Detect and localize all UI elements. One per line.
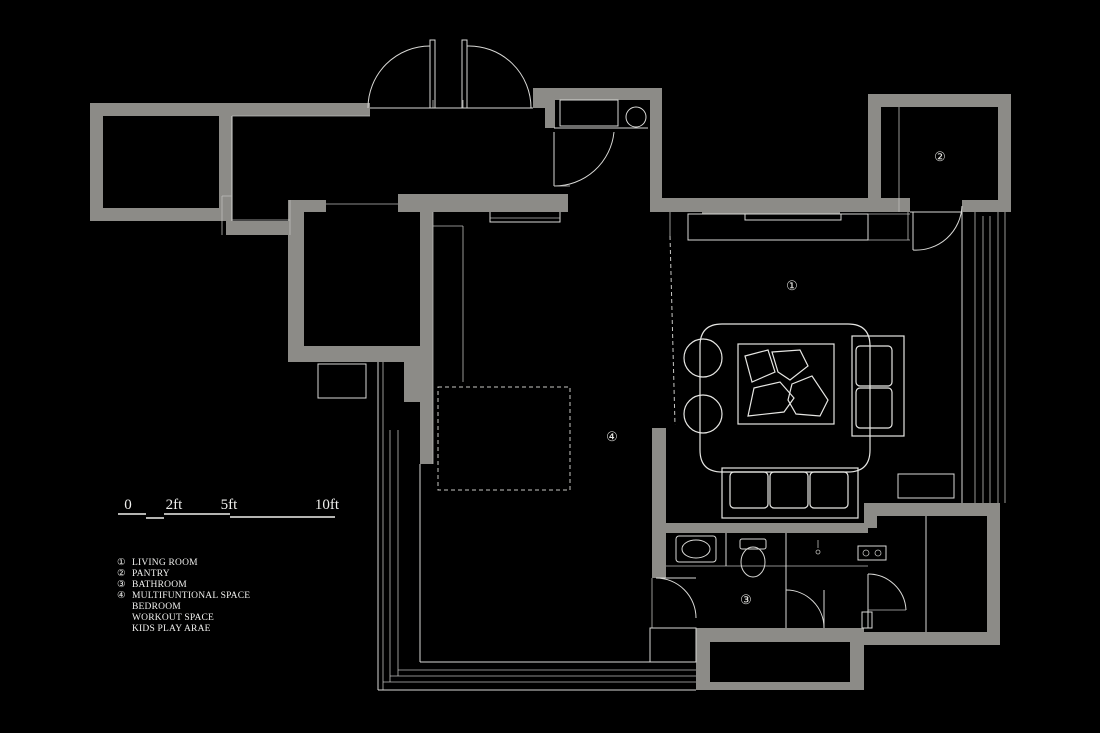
wall-corridor-top <box>232 103 370 116</box>
wall-room-left-top <box>304 200 326 212</box>
wall-storage-top-left <box>90 103 232 221</box>
wall-pantry-right <box>962 200 1011 212</box>
linework <box>221 39 1006 691</box>
sofa-bottom <box>721 467 859 519</box>
legend-subitem-bedroom: BEDROOM <box>132 602 181 612</box>
wall-corridor-stub <box>226 221 290 235</box>
legend-subitem-workout: WORKOUT SPACE <box>132 613 215 623</box>
room-numbers: ① ② ③ ④ <box>606 150 946 608</box>
room-number-living: ① <box>786 279 798 294</box>
wall-entry <box>533 88 662 128</box>
sofa-right <box>851 335 905 437</box>
wall-right-block <box>864 503 1000 645</box>
stool-bottom <box>683 394 723 434</box>
scale-label-5ft: 5ft <box>221 497 238 513</box>
scale-label-10ft: 10ft <box>315 497 340 513</box>
wall-divider <box>652 428 666 523</box>
wall-entry-right <box>650 88 662 206</box>
coffee-table-rug <box>737 343 835 425</box>
wall-partition-vertical <box>420 194 433 464</box>
stool-top <box>683 338 723 378</box>
coffee-table-1 <box>744 349 776 383</box>
scale-label-0: 0 <box>124 497 132 513</box>
room-number-bathroom: ③ <box>740 593 752 608</box>
wall-room-left <box>288 200 420 362</box>
wall-bathroom-tub <box>696 628 864 690</box>
wall-window-sill <box>702 198 840 214</box>
sofa-set <box>683 323 905 519</box>
rug-outline <box>699 323 871 473</box>
scale-bar: 0 2ft 5ft 10ft <box>118 497 340 519</box>
scale-label-2ft: 2ft <box>166 497 183 513</box>
walls <box>90 88 1011 690</box>
room-number-pantry: ② <box>934 150 946 165</box>
wall-pantry <box>868 94 1011 212</box>
legend-subitem-kids-play: KIDS PLAY ARAE <box>132 624 211 634</box>
wall-column <box>404 362 420 402</box>
wall-partition-top <box>398 194 568 212</box>
wall-bathroom <box>652 523 868 578</box>
room-number-multifunctional: ④ <box>606 430 618 445</box>
